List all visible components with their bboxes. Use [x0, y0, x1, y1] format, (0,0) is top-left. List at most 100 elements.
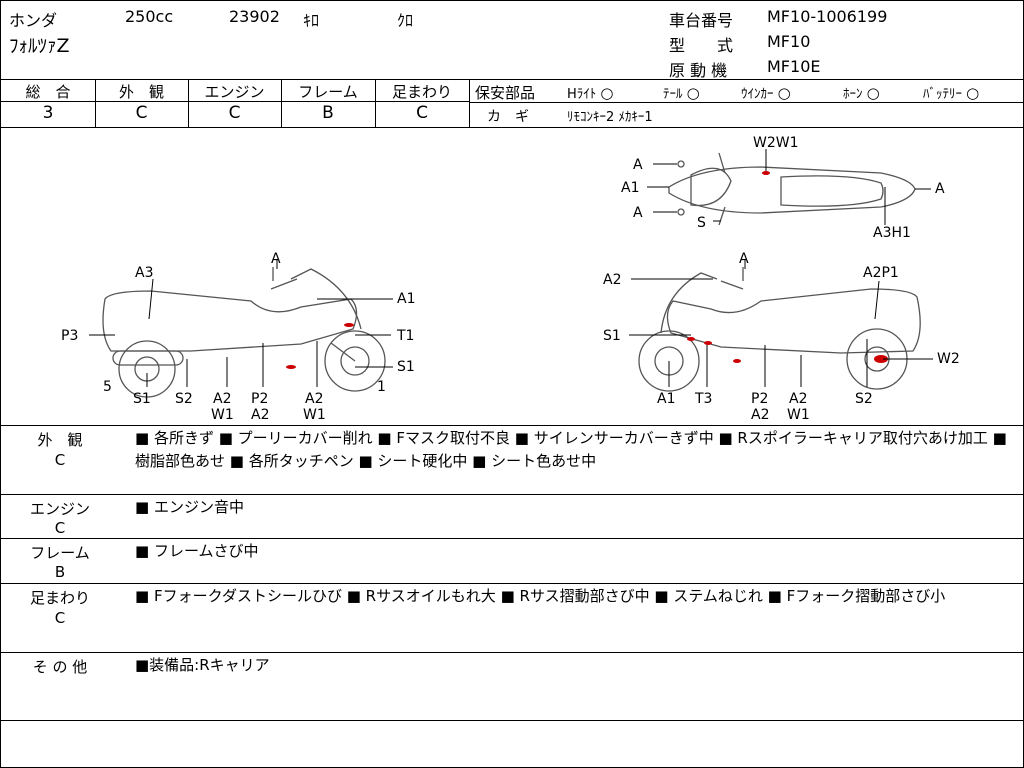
divider — [188, 79, 189, 127]
engine-value: MF10E — [767, 57, 821, 76]
section-text-other: ■装備品:Rキャリア — [135, 656, 270, 674]
grade-value-overall: 3 — [42, 103, 54, 123]
scooter-left-view — [102, 267, 386, 398]
divider — [375, 79, 376, 127]
grade-value-engine: C — [228, 103, 241, 123]
safety-item-name: ﾎｰﾝ — [843, 87, 863, 102]
section-grade-frame: B — [54, 563, 66, 581]
divider — [1, 127, 1023, 128]
label-right-w1: W1 — [787, 407, 810, 423]
label-top-a-right: A — [935, 181, 945, 197]
grade-label-frame: フレーム — [298, 83, 358, 101]
label-right-a-top: A — [739, 251, 749, 267]
label-right-t3: T3 — [694, 391, 712, 407]
label-right-s1: S1 — [603, 328, 621, 344]
section-text-exterior: ■ 各所きず ■ プーリーカバー削れ ■ Fマスク取付不良 ■ サイレンサーカバ… — [135, 429, 1007, 470]
label-right-p2: P2 — [751, 391, 768, 407]
section-name-exterior: 外 観 — [37, 431, 83, 449]
label-top-a3h1: A3H1 — [873, 225, 911, 241]
label-left-a3: A3 — [135, 265, 153, 281]
divider — [1, 101, 469, 102]
damage-diagram: W2W1 A A1 A S A A3H1 A A3 A1 P3 T1 S1 5 … — [1, 129, 1023, 425]
mileage-unit: ｷﾛ — [303, 11, 320, 30]
section-grade-engine: C — [54, 519, 66, 537]
label-left-p2: P2 — [251, 391, 268, 407]
grade-label-overall: 総 合 — [25, 83, 71, 101]
label-left-s1-right: S1 — [397, 359, 415, 375]
label-left-a2-third: A2 — [305, 391, 323, 407]
safety-item-name: ﾃｰﾙ — [663, 87, 683, 102]
label-right-a2-second: A2 — [751, 407, 769, 423]
section-grade-suspension: C — [54, 609, 66, 627]
key-label: カ ギ — [487, 109, 529, 125]
grade-label-suspension: 足まわり — [391, 83, 452, 101]
safety-item-mark: ○ — [600, 84, 614, 102]
diagram-labels: W2W1 A A1 A S A A3H1 A A3 A1 P3 T1 S1 5 … — [61, 135, 960, 423]
divider — [281, 79, 282, 127]
scooter-top-view — [668, 152, 916, 226]
section-name-suspension: 足まわり — [29, 589, 90, 607]
label-left-a2-second: A2 — [251, 407, 269, 423]
label-left-1: 1 — [377, 379, 386, 395]
grade-value-suspension: C — [416, 103, 428, 123]
divider — [469, 79, 470, 127]
divider — [1, 79, 1023, 80]
label-left-a2-first: A2 — [213, 391, 231, 407]
grade-value-exterior: C — [135, 103, 148, 123]
label-top-w2w1: W2W1 — [753, 135, 799, 151]
label-right-a2: A2 — [603, 272, 621, 288]
grade-label-engine: エンジン — [204, 83, 265, 101]
section-grade-exterior: C — [54, 451, 66, 469]
safety-item-name: ｳｲﾝｶｰ — [741, 87, 774, 102]
safety-item-horn: ﾎｰﾝ ○ — [843, 83, 880, 102]
scooter-diagram: W2W1 A A1 A S A A3H1 A A3 A1 P3 T1 S1 5 … — [61, 135, 960, 423]
label-top-a-left-upper: A — [633, 157, 643, 173]
safety-item-battery: ﾊﾞｯﾃﾘｰ ○ — [923, 83, 979, 102]
engine-label: 原 動 機 — [669, 61, 728, 80]
divider — [1, 652, 1023, 653]
label-right-a2-third: A2 — [789, 391, 807, 407]
divider — [469, 102, 1023, 103]
label-top-a-left-lower: A — [633, 205, 643, 221]
divider — [1, 720, 1023, 721]
frame-no: MF10-1006199 — [767, 7, 888, 26]
divider — [1, 425, 1023, 426]
safety-item-mark: ○ — [777, 84, 791, 102]
safety-item-mark: ○ — [966, 84, 980, 102]
safety-item-mark: ○ — [866, 84, 880, 102]
safety-item-mark: ○ — [686, 84, 700, 102]
frame-no-label: 車台番号 — [669, 11, 734, 30]
section-text-suspension: ■ Fフォークダストシールひび ■ Rサスオイルもれ大 ■ Rサス摺動部さび中 … — [135, 587, 946, 605]
section-name-other: そ の 他 — [32, 658, 88, 676]
label-top-s: S — [697, 215, 706, 231]
divider — [95, 79, 96, 127]
safety-item-winker: ｳｲﾝｶｰ ○ — [741, 83, 791, 102]
section-name-engine: エンジン — [29, 500, 90, 518]
safety-item-name: ﾊﾞｯﾃﾘｰ — [923, 87, 962, 102]
divider — [1, 583, 1023, 584]
type-label: 型 式 — [669, 36, 734, 55]
safety-item-name: Hﾗｲﾄ — [567, 87, 597, 102]
maker: ホンダ — [9, 11, 58, 30]
label-left-p3: P3 — [61, 328, 78, 344]
label-right-s2: S2 — [855, 391, 873, 407]
safety-item-headlight: Hﾗｲﾄ ○ — [567, 83, 614, 102]
damage-marks — [286, 171, 888, 369]
label-left-s1: S1 — [133, 391, 151, 407]
label-top-a1: A1 — [621, 180, 639, 196]
model-name: ﾌｫﾙﾂｧZ — [9, 35, 70, 57]
color: ｸﾛ — [397, 11, 414, 30]
grade-value-frame: B — [322, 103, 334, 123]
section-text-engine: ■ エンジン音中 — [135, 498, 244, 516]
label-left-t1: T1 — [396, 328, 414, 344]
label-right-w2: W2 — [937, 351, 960, 367]
divider — [1, 538, 1023, 539]
label-left-w1-second: W1 — [303, 407, 326, 423]
label-left-s2: S2 — [175, 391, 193, 407]
section-name-frame: フレーム — [30, 544, 90, 562]
leader-lines — [89, 149, 933, 387]
type-value: MF10 — [767, 32, 811, 51]
label-right-a1: A1 — [657, 391, 675, 407]
grade-label-exterior: 外 観 — [118, 83, 164, 101]
